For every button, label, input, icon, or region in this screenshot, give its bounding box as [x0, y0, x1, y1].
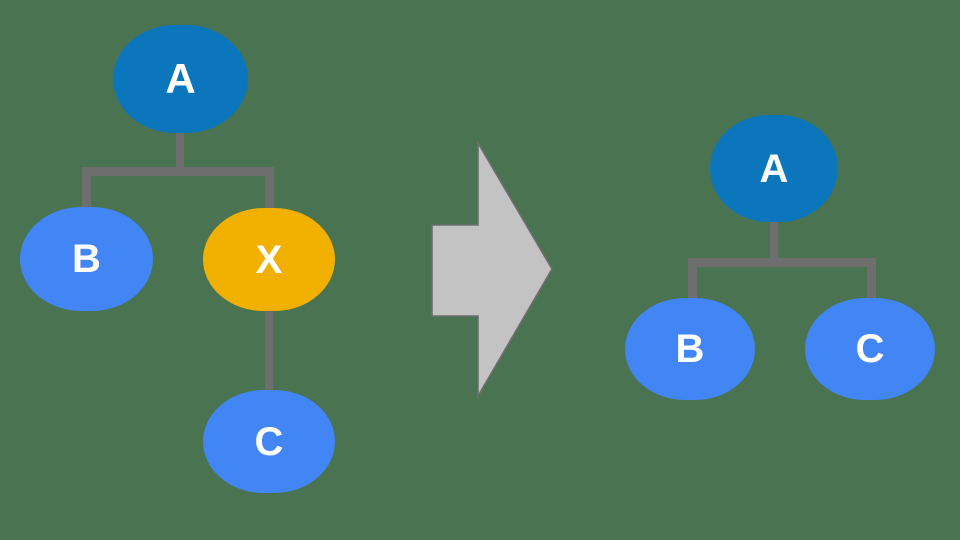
node-before-b-label: B [72, 237, 101, 281]
node-before-a[interactable]: A [113, 25, 248, 133]
node-after-c-label: C [855, 327, 885, 371]
edge-after-bar-to-c [867, 258, 876, 306]
node-after-a[interactable]: A [710, 115, 838, 222]
edge-after-fork-bar [688, 258, 876, 267]
edge-before-a-to-fork [176, 128, 184, 172]
arrow-shape [431, 141, 553, 399]
node-before-x[interactable]: X [203, 208, 335, 311]
transform-arrow-icon [431, 141, 553, 399]
edge-before-bar-to-b [82, 167, 91, 215]
node-after-a-label: A [759, 146, 789, 191]
node-after-c[interactable]: C [805, 298, 935, 400]
node-before-b[interactable]: B [20, 207, 153, 311]
node-before-a-label: A [165, 55, 196, 102]
node-before-c-label: C [254, 419, 284, 464]
edge-after-a-to-fork [770, 218, 778, 263]
transform-arrow [430, 141, 556, 399]
edge-before-x-to-c [265, 305, 273, 397]
node-before-c[interactable]: C [203, 390, 335, 493]
edge-before-bar-to-x [265, 167, 274, 215]
edge-after-bar-to-b [688, 258, 697, 306]
node-before-x-label: X [255, 237, 283, 282]
node-after-b[interactable]: B [625, 298, 755, 400]
node-after-b-label: B [675, 327, 705, 371]
edge-before-fork-bar [82, 167, 274, 176]
